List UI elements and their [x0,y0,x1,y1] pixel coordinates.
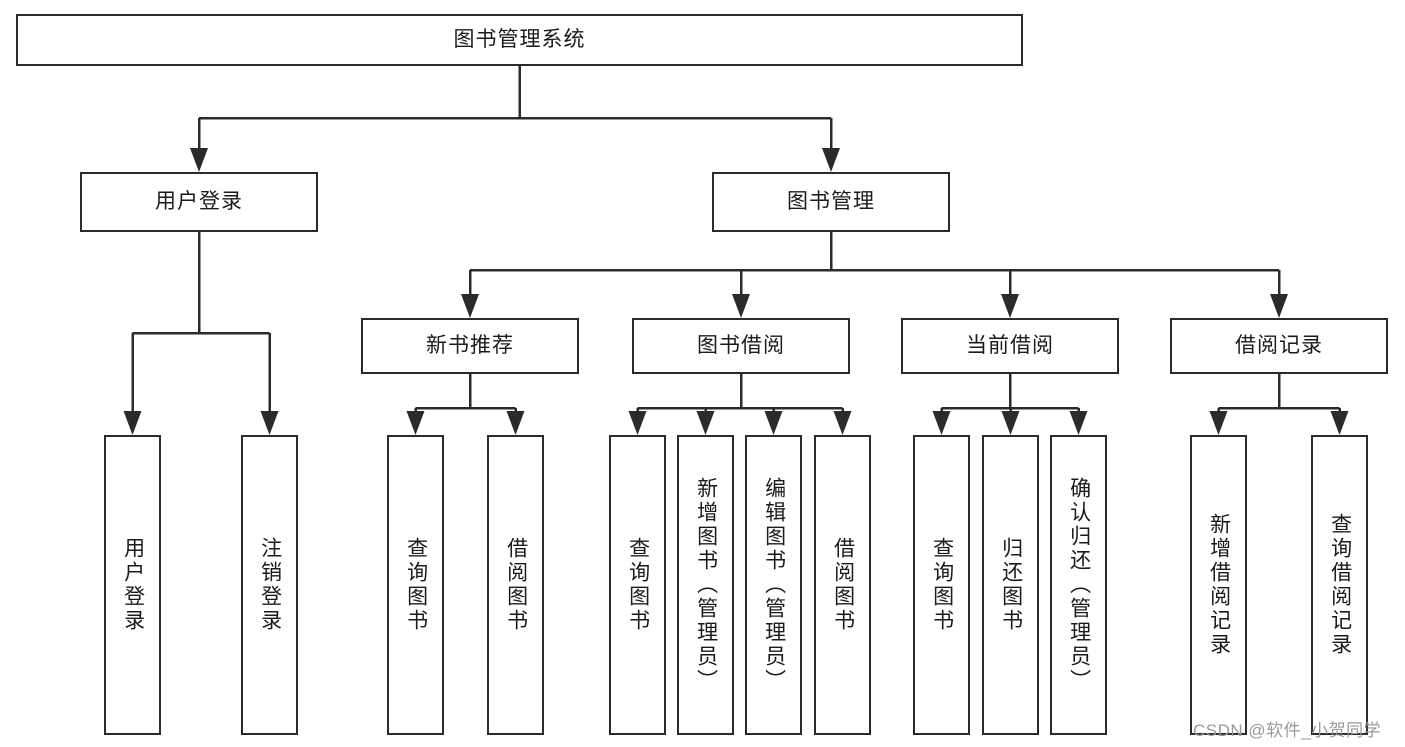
edge-user-login-to-leaf-user-logout-head [260,411,279,435]
edge-current-borrow-to-leaf-cb-return-head [1001,411,1020,435]
node-borrow-record[interactable]: 借阅记录 [1170,318,1388,374]
node-label-leaf-cb-return: 归还图书 [999,537,1023,633]
node-root[interactable]: 图书管理系统 [16,14,1023,66]
node-leaf-br-add[interactable]: 新增借阅记录 [1190,435,1247,735]
node-leaf-br-query[interactable]: 查询借阅记录 [1311,435,1368,735]
edge-borrow-record-to-leaf-br-add-head [1209,411,1228,435]
node-label-root: 图书管理系统 [453,27,586,51]
edge-root-to-book-manage-head [822,148,840,172]
node-label-leaf-bb-add: 新增图书（管理员） [694,477,718,693]
edge-book-manage-to-current-borrow-head [1001,294,1019,318]
node-leaf-bb-borrow[interactable]: 借阅图书 [814,435,871,735]
node-leaf-rec-borrow[interactable]: 借阅图书 [487,435,544,735]
node-leaf-user-logout[interactable]: 注销登录 [241,435,298,735]
node-leaf-bb-query[interactable]: 查询图书 [609,435,666,735]
edge-book-manage-to-borrow-record-head [1270,294,1288,318]
edge-book-borrow-to-leaf-bb-query-head [628,411,647,435]
node-leaf-rec-query[interactable]: 查询图书 [387,435,444,735]
node-label-book-borrow: 图书借阅 [697,333,785,357]
node-label-borrow-record: 借阅记录 [1235,333,1323,357]
node-leaf-cb-return[interactable]: 归还图书 [982,435,1039,735]
node-label-leaf-br-add: 新增借阅记录 [1207,513,1231,657]
edge-book-manage-to-new-book-rec-head [461,294,479,318]
edge-new-book-rec-to-leaf-rec-borrow-head [506,411,525,435]
node-label-leaf-user-logout: 注销登录 [258,537,282,633]
node-new-book-rec[interactable]: 新书推荐 [361,318,579,374]
node-current-borrow[interactable]: 当前借阅 [901,318,1119,374]
node-label-new-book-rec: 新书推荐 [426,333,514,357]
edge-new-book-rec-to-leaf-rec-query-head [406,411,425,435]
node-leaf-user-login[interactable]: 用户登录 [104,435,161,735]
node-label-current-borrow: 当前借阅 [966,333,1054,357]
node-leaf-cb-query[interactable]: 查询图书 [913,435,970,735]
node-book-manage[interactable]: 图书管理 [712,172,950,232]
node-leaf-bb-edit[interactable]: 编辑图书（管理员） [745,435,802,735]
node-user-login[interactable]: 用户登录 [80,172,318,232]
edge-root-to-user-login-head [190,148,208,172]
edge-book-manage-to-book-borrow-head [732,294,750,318]
edge-borrow-record-to-leaf-br-query-head [1330,411,1349,435]
watermark-label: CSDN @软件_小贺同学 [1193,721,1382,740]
node-label-leaf-cb-confirm: 确认归还（管理员） [1067,477,1091,693]
node-leaf-cb-confirm[interactable]: 确认归还（管理员） [1050,435,1107,735]
node-label-leaf-cb-query: 查询图书 [930,537,954,633]
edge-book-borrow-to-leaf-bb-borrow-head [833,411,852,435]
edge-book-borrow-to-leaf-bb-add-head [696,411,715,435]
edge-current-borrow-to-leaf-cb-query-head [932,411,951,435]
node-label-user-login: 用户登录 [155,189,243,213]
edge-book-borrow-to-leaf-bb-edit-head [764,411,783,435]
node-leaf-bb-add[interactable]: 新增图书（管理员） [677,435,734,735]
node-label-leaf-bb-query: 查询图书 [626,537,650,633]
node-label-leaf-br-query: 查询借阅记录 [1328,513,1352,657]
edge-current-borrow-to-leaf-cb-confirm-head [1069,411,1088,435]
edge-user-login-to-leaf-user-login-head [123,411,142,435]
node-label-leaf-bb-borrow: 借阅图书 [831,537,855,633]
node-label-leaf-rec-query: 查询图书 [404,537,428,633]
node-label-leaf-user-login: 用户登录 [121,537,145,633]
node-label-book-manage: 图书管理 [787,189,875,213]
node-label-leaf-bb-edit: 编辑图书（管理员） [762,477,786,693]
node-label-leaf-rec-borrow: 借阅图书 [504,537,528,633]
node-book-borrow[interactable]: 图书借阅 [632,318,850,374]
